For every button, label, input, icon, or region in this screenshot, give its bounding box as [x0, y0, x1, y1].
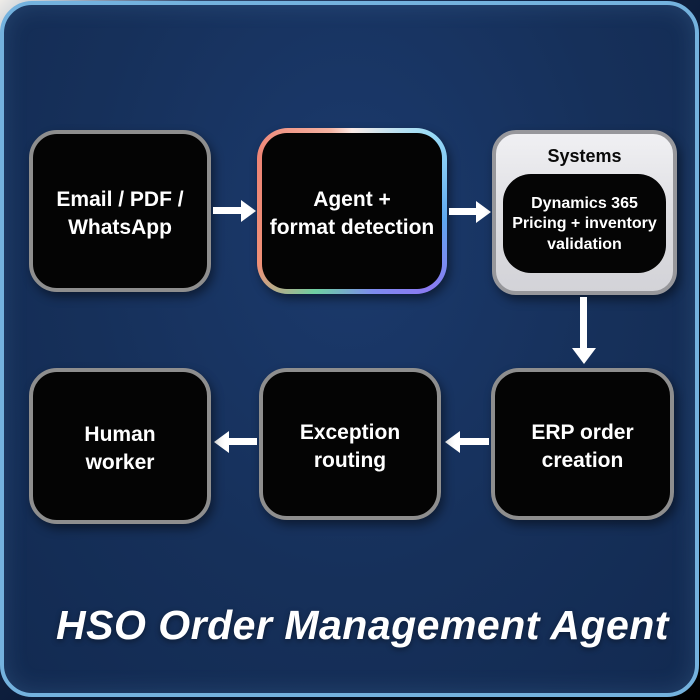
node-email-pdf-whatsapp: Email / PDF / WhatsApp [29, 130, 211, 292]
node-erp-order-creation-label: ERP order creation [531, 421, 634, 472]
arrow-shaft [458, 438, 489, 445]
arrow-email-to-agent [213, 200, 256, 222]
node-agent-format-detection-body: Agent + format detection [262, 133, 442, 289]
arrow-systems-to-erp [572, 297, 596, 364]
node-email-pdf-whatsapp-label: Email / PDF / WhatsApp [56, 188, 184, 239]
arrow-agent-to-systems [449, 201, 491, 223]
node-human-worker-label: Human worker [84, 423, 156, 474]
arrow-shaft [449, 208, 478, 215]
arrow-erp-to-exception [445, 431, 489, 453]
panel-systems-title: Systems [547, 146, 622, 166]
node-erp-order-creation: ERP order creation [491, 368, 674, 520]
diagram-title: HSO Order Management Agent [56, 602, 669, 648]
node-exception-routing-label: Exception routing [299, 421, 401, 472]
arrow-shaft [213, 207, 243, 214]
node-agent-format-detection-label: Agent + format detection [269, 188, 435, 239]
arrow-shaft [580, 297, 587, 350]
arrow-head-down-icon [572, 348, 596, 364]
panel-systems: Systems Dynamics 365 Pricing + inventory… [492, 130, 677, 295]
node-dynamics-365: Dynamics 365 Pricing + inventory validat… [503, 174, 666, 273]
node-exception-routing: Exception routing [259, 368, 441, 520]
node-human-worker: Human worker [29, 368, 211, 524]
arrow-head-right-icon [241, 200, 256, 222]
arrow-shaft [227, 438, 257, 445]
arrow-head-right-icon [476, 201, 491, 223]
node-agent-format-detection: Agent + format detection [257, 128, 447, 294]
arrow-head-left-icon [445, 431, 460, 453]
arrow-head-left-icon [214, 431, 229, 453]
arrow-exception-to-human [214, 431, 257, 453]
node-dynamics-365-label: Dynamics 365 Pricing + inventory validat… [512, 194, 657, 253]
